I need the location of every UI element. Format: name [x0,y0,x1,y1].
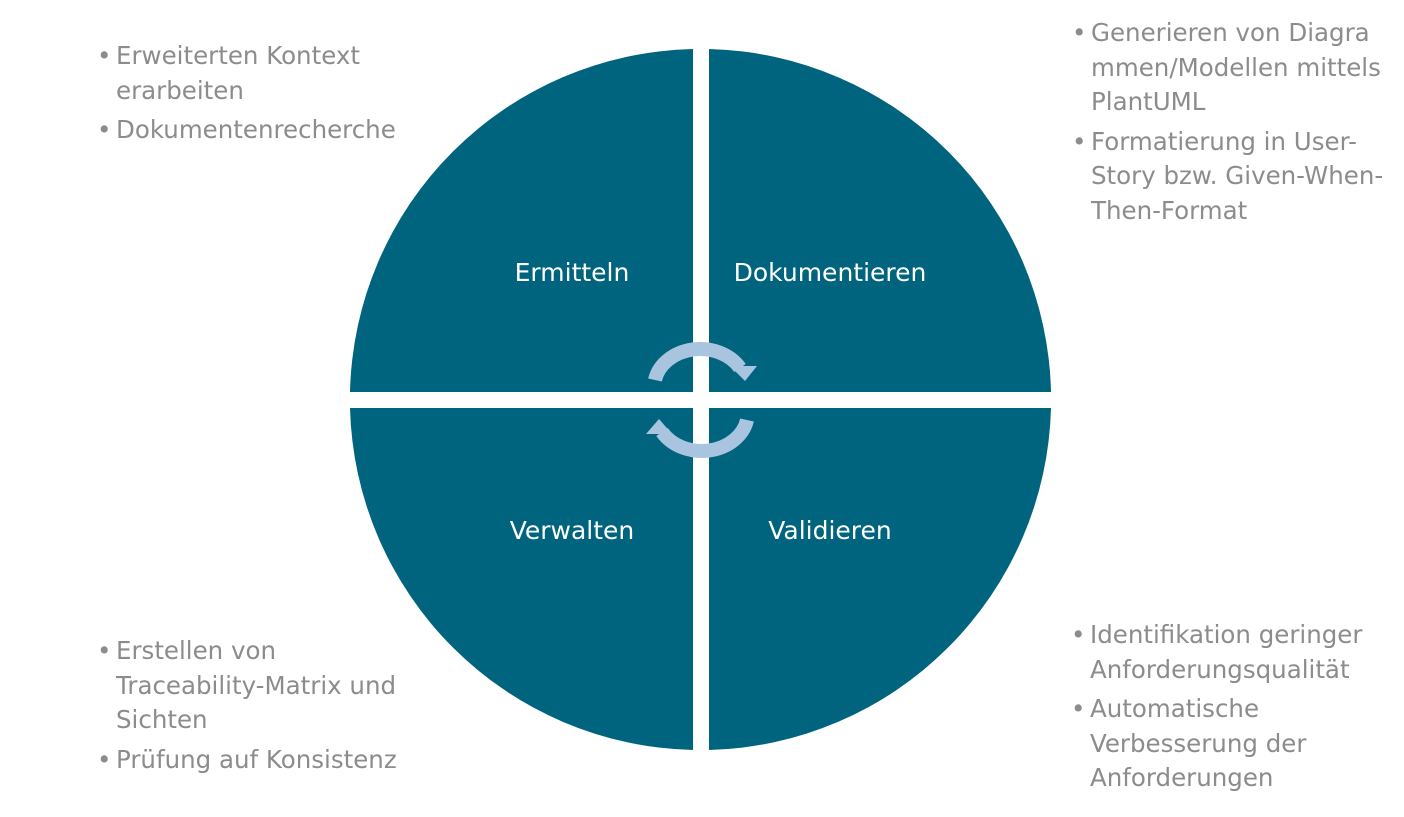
quadrant-dokumentieren[interactable] [709,49,1051,392]
note-item: Generieren von Diagrammen/Modellen mitte… [1072,16,1392,120]
quadrant-label-validieren: Validieren [768,516,892,545]
cycle-arrow-bottom-icon [646,418,754,458]
note-item: Formatierung in User-Story bzw. Given-Wh… [1072,125,1392,229]
quadrant-label-dokumentieren: Dokumentieren [734,258,927,287]
quadrant-verwalten[interactable] [350,408,693,750]
quadrant-label-verwalten: Verwalten [510,516,635,545]
notes-dokumentieren: Generieren von Diagrammen/Modellen mitte… [1072,16,1392,233]
notes-verwalten: Erstellen von Traceability-Matrix und Si… [97,634,417,782]
note-item: Dokumentenrecherche [97,113,417,148]
note-item: Erweiterten Kontext erarbeiten [97,39,417,108]
note-item: Automatische Verbesserung der Anforderun… [1071,692,1397,796]
note-item: Erstellen von Traceability-Matrix und Si… [97,634,417,738]
notes-validieren: Identifikation geringer Anforderungsqual… [1071,618,1397,801]
note-item: Prüfung auf Konsistenz [97,743,417,778]
notes-ermitteln: Erweiterten Kontext erarbeiten Dokumente… [97,39,417,153]
quadrant-ermitteln[interactable] [350,49,693,392]
cycle-arrow-top-icon [648,342,757,382]
note-item: Identifikation geringer Anforderungsqual… [1071,618,1397,687]
quadrant-label-ermitteln: Ermitteln [515,258,630,287]
quadrant-validieren[interactable] [709,408,1051,750]
